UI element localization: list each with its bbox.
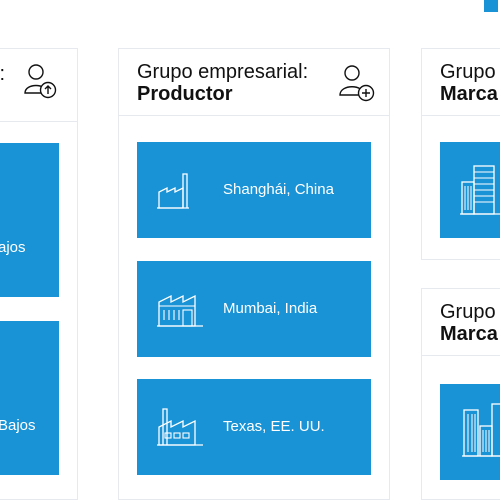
producer-card-mumbai[interactable]: Mumbai, India <box>137 261 371 357</box>
producer-card-texas-label: Texas, EE. UU. <box>223 418 325 435</box>
left-group-panel: l: ajos Bajos <box>0 48 78 500</box>
right-group-top-panel: Grupo Marca <box>421 48 500 260</box>
user-add-icon <box>339 65 375 102</box>
right-group-bottom-title: Grupo <box>440 301 496 323</box>
left-card-1[interactable]: ajos <box>0 143 59 297</box>
brand-card-top[interactable] <box>440 142 500 238</box>
left-group-title: l: <box>0 63 5 85</box>
office-buildings-icon <box>460 165 500 215</box>
left-card-2[interactable]: Bajos <box>0 321 59 475</box>
right-group-top-subtitle: Marca <box>440 83 498 105</box>
user-upload-icon <box>24 64 57 99</box>
sawtooth-factory-icon <box>157 294 203 327</box>
producer-card-texas[interactable]: Texas, EE. UU. <box>137 379 371 475</box>
left-card-2-label: Bajos <box>0 417 36 434</box>
center-group-title: Grupo empresarial: <box>137 61 309 83</box>
factory-icon <box>157 173 189 209</box>
right-group-top-title: Grupo <box>440 61 496 83</box>
city-buildings-icon <box>462 403 500 457</box>
right-group-bottom-panel: Grupo Marca <box>421 288 500 500</box>
center-group-panel: Grupo empresarial: Productor Shanghái, C… <box>118 48 390 500</box>
factory-building-icon <box>157 408 203 446</box>
left-card-1-label: ajos <box>0 239 26 256</box>
corner-accent-square <box>484 0 498 12</box>
producer-card-mumbai-label: Mumbai, India <box>223 300 318 317</box>
producer-card-shanghai[interactable]: Shanghái, China <box>137 142 371 238</box>
center-group-subtitle: Productor <box>137 83 233 105</box>
right-group-bottom-subtitle: Marca <box>440 323 498 345</box>
producer-card-shanghai-label: Shanghái, China <box>223 181 334 198</box>
brand-card-bottom[interactable] <box>440 384 500 480</box>
